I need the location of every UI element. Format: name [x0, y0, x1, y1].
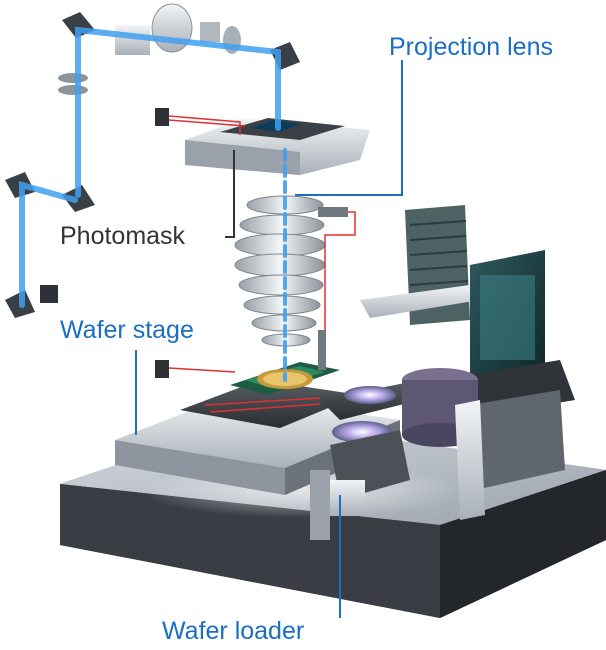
laser-beam-path [19, 26, 287, 382]
leader-projection-lens [295, 60, 403, 196]
wafer-loader-assembly [310, 380, 440, 540]
label-wafer-stage: Wafer stage [60, 316, 194, 344]
label-wafer-loader: Wafer loader [162, 617, 305, 645]
alignment-lasers [168, 115, 356, 413]
leader-photomask [225, 150, 235, 238]
projection-lens-stack [234, 195, 348, 370]
photomask-stage [185, 118, 370, 175]
callout-lines [135, 60, 403, 618]
control-console [360, 205, 575, 520]
label-photomask: Photomask [60, 222, 186, 250]
label-projection-lens: Projection lens [389, 33, 553, 61]
